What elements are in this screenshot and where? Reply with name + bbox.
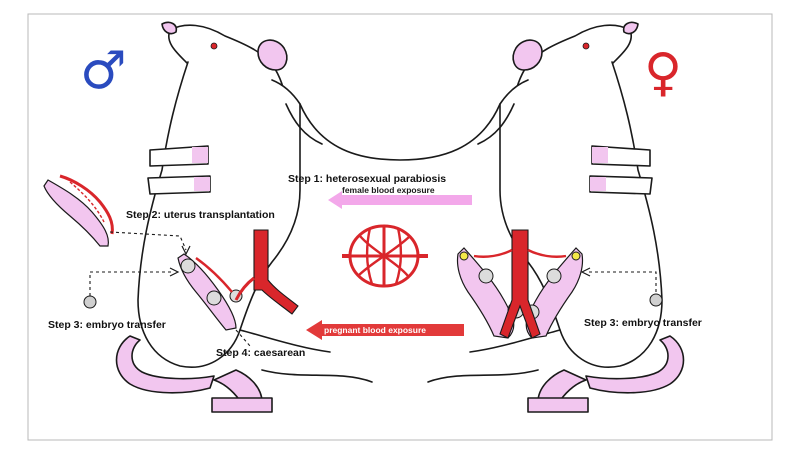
right-embryo [650,294,662,306]
step3-left-label: Step 3: embryo transfer [48,319,166,331]
male-rat-nose [162,22,176,33]
step4-label: Step 4: caesarean [216,347,305,359]
junction-bottom-left [262,370,372,382]
vascular-anastomosis [342,226,428,286]
female-rat-front-paw2-pink [590,177,606,191]
junction-bottom-right [428,370,538,382]
left-embryo [84,296,96,308]
pregnant-blood-arrow-label: pregnant blood exposure [324,325,426,335]
male-rat-eye [211,43,217,49]
step1-label: Step 1: heterosexual parabiosis [288,173,446,185]
female-blood-arrow: female blood exposure [328,185,472,209]
donor-uterus [44,176,112,246]
female-rat-eye [583,43,589,49]
junction-upper [300,104,500,160]
female-rat-nose [624,22,638,33]
male-symbol: ♂ [80,41,127,101]
male-rat-front-paw-pink [192,147,208,163]
female-rat-front-paw-pink [592,147,608,163]
female-blood-arrow-label: female blood exposure [342,185,435,195]
pregnant-blood-arrow: pregnant blood exposure [306,320,464,340]
step3-right-label: Step 3: embryo transfer [584,317,702,329]
male-rat-front-paw2-pink [194,177,210,191]
male-rat-hind-foot [212,398,272,412]
step2-label: Step 2: uterus transplantation [126,209,275,221]
female-rat-hind-foot [528,398,588,412]
female-symbol: ♀ [644,43,682,103]
